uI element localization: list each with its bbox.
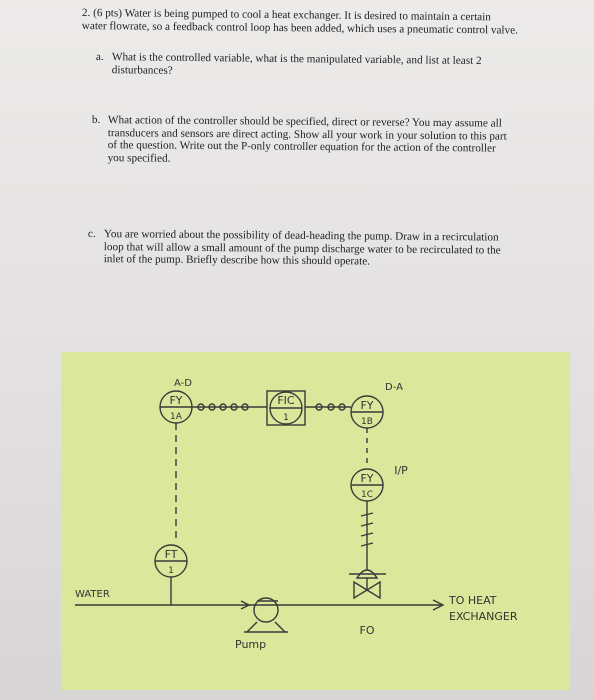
control-valve [353,580,381,600]
fy1b-tag: FY [360,399,373,412]
valve-fail-label: FO [360,624,375,637]
pump [244,597,288,633]
pump-label: Pump [235,638,266,651]
ad-note: A-D [174,378,192,389]
destination-label-line-1: TO HEAT [448,594,497,607]
fy1a-tag: FY [169,394,182,407]
fic-tag: FIC [277,394,295,407]
da-note: D-A [385,382,403,393]
control-loop-diagram: FY 1A A-D FIC 1 FY 1B D-A I/P FY 1C FT 1… [61,352,570,690]
flow-arrow [432,599,445,611]
question-part-b: b.What action of the controller should b… [92,114,576,169]
part-a-label: a. [95,51,104,64]
inlet-arrow [240,600,251,610]
ft-number: 1 [168,566,174,576]
fic-controller [266,390,306,426]
diagram-drawing: FY 1A A-D FIC 1 FY 1B D-A I/P FY 1C FT 1… [75,378,518,651]
part-b-label: b. [91,114,101,127]
signal-line-fic-fy1b [305,403,351,411]
water-label: WATER [75,589,110,600]
part-c-label: c. [87,228,96,241]
fy1c-tag: FY [360,472,373,485]
ip-note: I/P [394,464,408,477]
signal-line-fy1c-valve [360,501,374,570]
fic-number: 1 [283,413,289,423]
ft-tag: FT [165,548,178,561]
destination-label-line-2: EXCHANGER [449,610,518,623]
question-part-c: c.You are worried about the possibility … [88,228,580,270]
question-part-a: a.What is the controlled variable, what … [96,51,576,81]
fy1c-number: 1C [361,490,373,500]
signal-line-fy1a-fic [192,403,267,411]
question-intro: 2. (6 pts) Water is being pumped to cool… [82,7,582,37]
fy1a-number: 1A [170,412,183,422]
valve-actuator [355,569,379,579]
fy1b-number: 1B [361,417,373,427]
